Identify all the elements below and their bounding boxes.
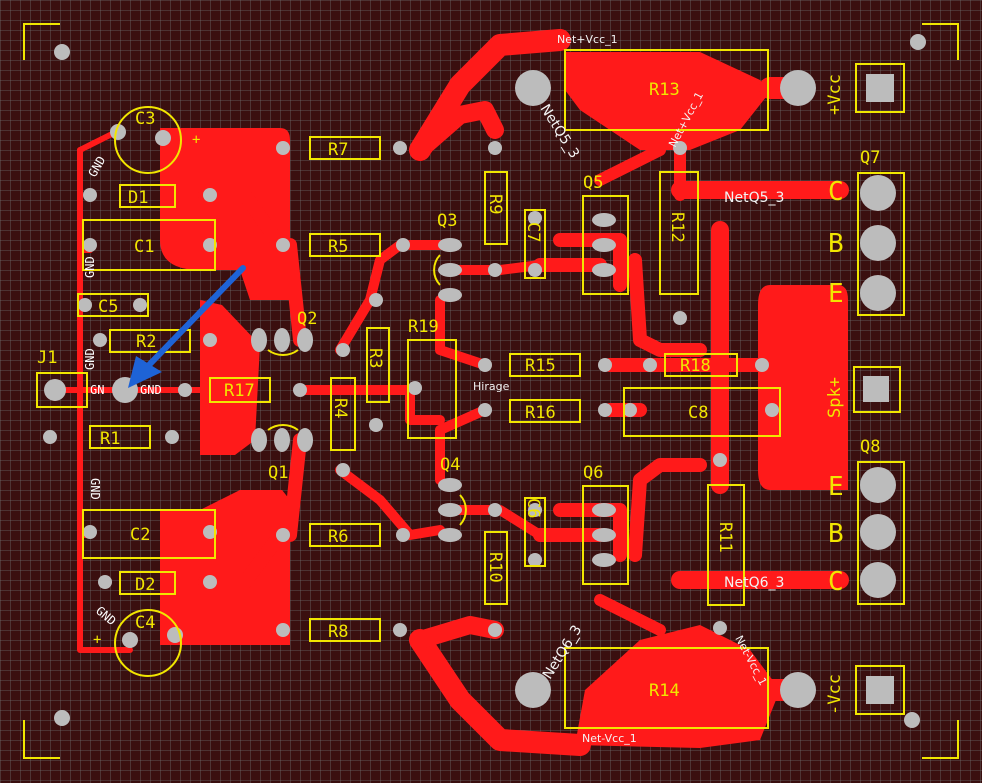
designator-c6: C6 [523,498,543,518]
pin-label-q8-b: B [828,519,844,549]
designator-c1: C1 [134,237,154,257]
designator-r15: R15 [525,356,556,376]
designator-r8: R8 [328,622,348,642]
designator-c3: C3 [135,109,155,129]
designator-q4: Q4 [440,455,460,475]
designator-r17: R17 [224,381,255,401]
designator-q2: Q2 [297,309,317,329]
net-label-gn-j1: GN [90,383,104,397]
designator-c5: C5 [98,297,118,317]
designator-j1: J1 [37,348,57,368]
designator-r3: R3 [365,348,385,368]
designator-c8: C8 [688,403,708,423]
pin-label-q8-e: E [828,472,844,502]
net-label-gnd-c2: GND [88,478,102,500]
designator-q3: Q3 [437,211,457,231]
designator-c4: C4 [135,613,155,633]
designator-vcc-pos: +Vcc [825,74,845,115]
board-outline [23,23,959,759]
net-label-gnd-c1: GND [83,256,97,278]
designator-c7: C7 [523,222,543,242]
pin-label-q7-b: B [828,229,844,259]
designator-r12: R12 [667,212,687,243]
designator-spk: Spk+ [825,377,845,418]
net-label-vcc-pos-top: Net+Vcc_1 [557,33,618,46]
designator-q8: Q8 [860,437,880,457]
designator-r10: R10 [485,552,505,583]
pin-label-q8-c: C [828,567,844,597]
designator-q5: Q5 [583,173,603,193]
pin-label-q7-e: E [828,279,844,309]
designator-vcc-neg: -Vcc [825,674,845,715]
designator-d2: D2 [135,575,155,595]
svg-text:+: + [192,132,200,148]
designator-r5: R5 [328,237,348,257]
net-label-hirage: Hirage [473,380,510,393]
designator-q1: Q1 [268,463,288,483]
silkscreen-outlines [36,49,905,729]
designator-q7: Q7 [860,148,880,168]
net-label-netq5-h: NetQ5_3 [724,190,784,206]
net-label-gnd-j1: GND [140,383,162,397]
net-label-gnd-r2: GND [83,348,97,370]
svg-text:+: + [93,632,101,648]
designator-r7: R7 [328,140,348,160]
designator-r1: R1 [100,429,120,449]
pin-label-q7-c: C [828,177,844,207]
designator-r9: R9 [485,194,505,214]
designator-r4: R4 [330,398,350,418]
designator-r11: R11 [715,522,735,553]
designator-r2: R2 [136,332,156,352]
designator-r16: R16 [525,403,556,423]
designator-q6: Q6 [583,463,603,483]
net-label-vcc-neg-bottom: Net-Vcc_1 [582,732,637,745]
designator-r13: R13 [649,80,680,100]
cursor-arrow-icon [128,265,246,388]
designator-r14: R14 [649,681,680,701]
designator-r19: R19 [408,317,439,337]
designator-c2: C2 [130,525,150,545]
designator-r6: R6 [328,527,348,547]
designator-d1: D1 [128,188,148,208]
silkscreen-labels: R13 R14 R7 R5 R6 R8 R9 R10 R12 R11 R3 R4… [37,74,880,715]
designator-r18: R18 [680,356,711,376]
net-label-netq6-h: NetQ6_3 [724,575,784,591]
copper-pours [160,52,848,748]
